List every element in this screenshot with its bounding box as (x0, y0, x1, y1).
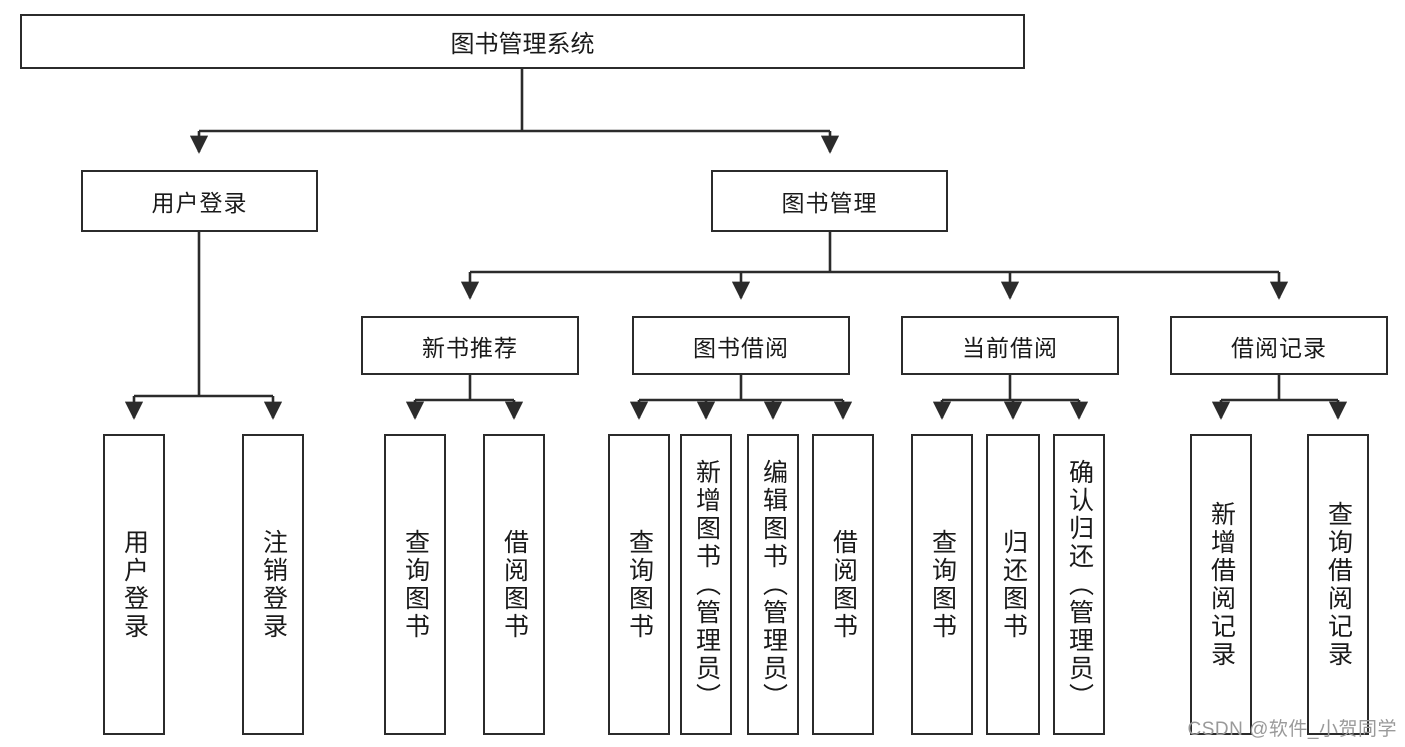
node-leaf-add-book[interactable]: 新增图书（管理员） (680, 434, 732, 735)
node-leaf-query-book-1[interactable]: 查询图书 (384, 434, 446, 735)
node-leaf-user-login-label: 用户登录 (120, 528, 149, 641)
node-leaf-query-book-1-label: 查询图书 (401, 528, 430, 641)
node-leaf-borrow-book-2-label: 借阅图书 (829, 528, 858, 641)
csdn-watermark: CSDN @软件_小贺同学 (1187, 719, 1397, 740)
node-leaf-query-book-3-label: 查询图书 (928, 528, 957, 641)
node-root-label: 图书管理系统 (450, 31, 595, 58)
node-leaf-query-record-label: 查询借阅记录 (1324, 500, 1353, 669)
node-leaf-add-book-label: 新增图书（管理员） (692, 458, 721, 711)
node-leaf-query-record[interactable]: 查询借阅记录 (1307, 434, 1369, 735)
node-leaf-edit-book-label: 编辑图书（管理员） (759, 458, 788, 711)
node-leaf-return-book-label: 归还图书 (999, 528, 1028, 641)
node-leaf-borrow-book-1-label: 借阅图书 (500, 528, 529, 641)
node-leaf-logout-login[interactable]: 注销登录 (242, 434, 304, 735)
node-leaf-add-record[interactable]: 新增借阅记录 (1190, 434, 1252, 735)
node-new-book-recommend-label: 新书推荐 (422, 334, 518, 361)
node-leaf-confirm-return-label: 确认归还（管理员） (1065, 458, 1094, 711)
node-leaf-borrow-book-1[interactable]: 借阅图书 (483, 434, 545, 735)
node-user-login[interactable]: 用户登录 (81, 170, 318, 232)
node-root-system[interactable]: 图书管理系统 (20, 14, 1025, 69)
node-book-manage-label: 图书管理 (781, 190, 878, 216)
node-book-manage[interactable]: 图书管理 (711, 170, 948, 232)
node-leaf-return-book[interactable]: 归还图书 (986, 434, 1040, 735)
node-leaf-borrow-book-2[interactable]: 借阅图书 (812, 434, 874, 735)
node-leaf-user-login[interactable]: 用户登录 (103, 434, 165, 735)
node-leaf-query-book-2[interactable]: 查询图书 (608, 434, 670, 735)
node-book-borrow[interactable]: 图书借阅 (632, 316, 850, 375)
node-leaf-query-book-2-label: 查询图书 (625, 528, 654, 641)
node-leaf-logout-login-label: 注销登录 (259, 528, 288, 641)
node-user-login-label: 用户登录 (151, 190, 248, 216)
node-leaf-confirm-return[interactable]: 确认归还（管理员） (1053, 434, 1105, 735)
node-new-book-recommend[interactable]: 新书推荐 (361, 316, 579, 375)
node-borrow-record[interactable]: 借阅记录 (1170, 316, 1388, 375)
node-book-borrow-label: 图书借阅 (693, 334, 789, 361)
node-leaf-edit-book[interactable]: 编辑图书（管理员） (747, 434, 799, 735)
node-current-borrow-label: 当前借阅 (962, 334, 1058, 361)
node-current-borrow[interactable]: 当前借阅 (901, 316, 1119, 375)
node-borrow-record-label: 借阅记录 (1231, 334, 1327, 361)
node-leaf-add-record-label: 新增借阅记录 (1207, 500, 1236, 669)
node-leaf-query-book-3[interactable]: 查询图书 (911, 434, 973, 735)
